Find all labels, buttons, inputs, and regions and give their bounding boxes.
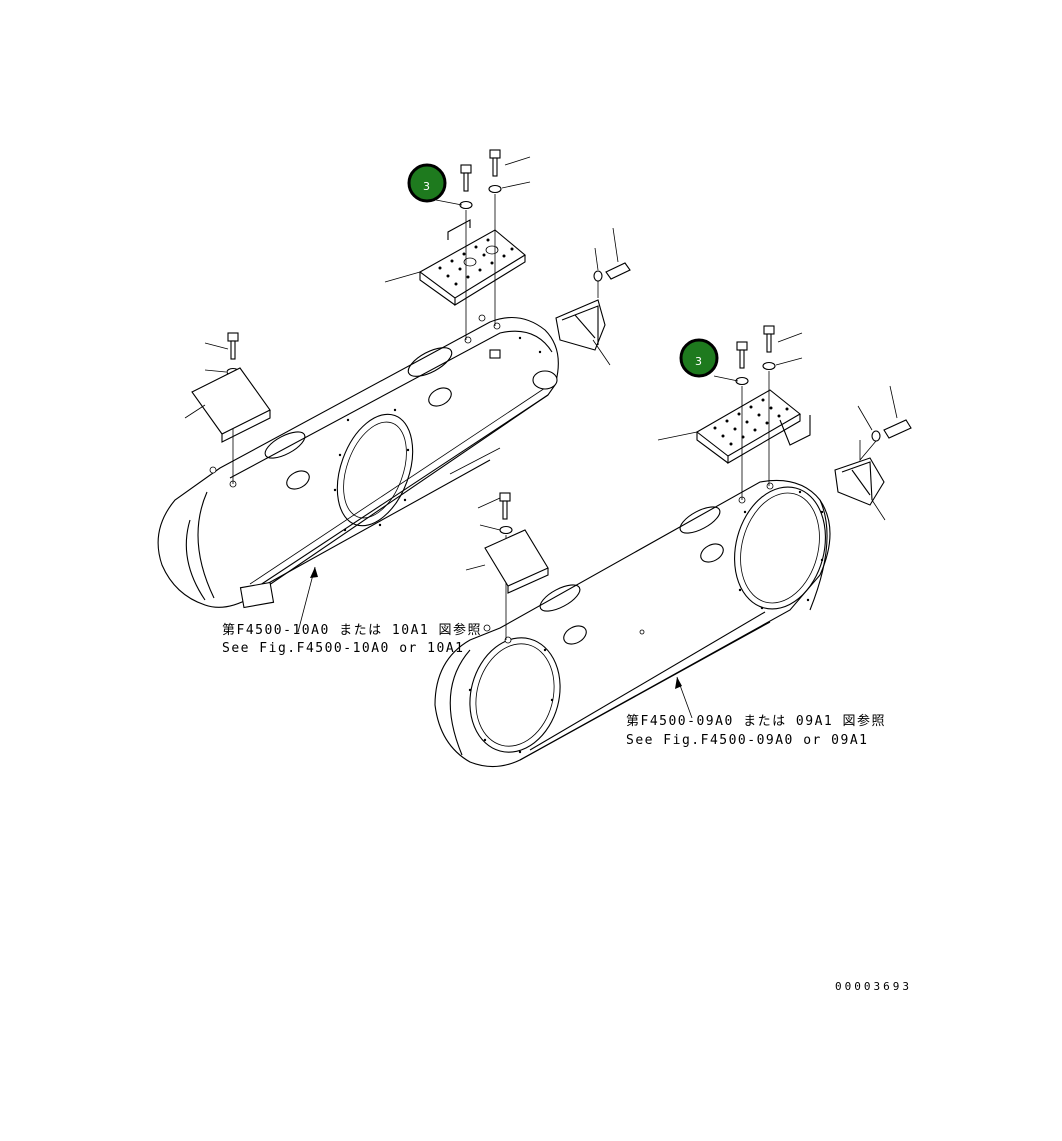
right-reference-jp: 第F4500-09A0 または 09A1 図参照 xyxy=(626,713,886,729)
right-step-plate xyxy=(696,389,811,464)
callout-badge-2[interactable]: 3 xyxy=(679,338,719,378)
left-bracket xyxy=(191,367,271,443)
left-reference-en: See Fig.F4500-10A0 or 10A1 xyxy=(222,641,465,656)
left-end-bracket xyxy=(555,262,631,351)
left-frame-assembly xyxy=(157,314,559,609)
left-reference-jp: 第F4500-10A0 または 10A1 図参照 xyxy=(222,622,482,638)
right-bracket xyxy=(484,529,549,594)
right-reference-en: See Fig.F4500-09A0 or 09A1 xyxy=(626,733,869,748)
right-bolts xyxy=(499,325,776,640)
left-step-plate xyxy=(418,219,526,306)
callout-label-1: 3 xyxy=(423,180,430,193)
callout-badge-1[interactable]: 3 xyxy=(407,163,447,203)
right-leaders xyxy=(465,332,898,719)
drawing-number: 00003693 xyxy=(835,980,912,993)
right-end-bracket xyxy=(834,419,912,506)
left-leaders xyxy=(184,156,619,633)
callout-label-2: 3 xyxy=(695,355,702,368)
right-frame-assembly xyxy=(434,479,831,768)
